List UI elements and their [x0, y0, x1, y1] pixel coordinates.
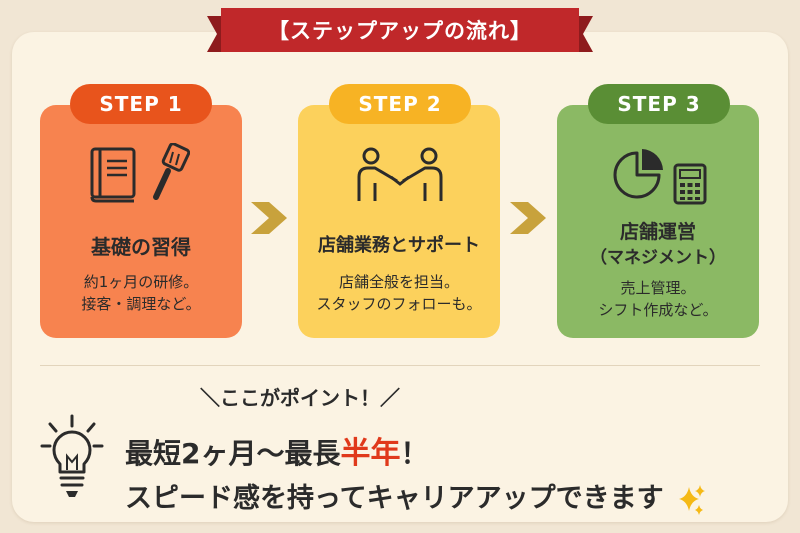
step-3-title-line-1: 店舗運営 [619, 221, 696, 243]
step-3-badge: STEP 3 [588, 84, 730, 124]
point-headline: 最短2ヶ月〜最長半年！ [125, 428, 429, 471]
step-3-desc-line-2: シフト作成など。 [598, 301, 718, 319]
title-ribbon: 【ステップアップの流れ】 [207, 8, 593, 58]
step-2-desc-line-1: 店舗全般を担当。 [338, 273, 459, 291]
step-3-title-line-2: （マネジメント） [590, 248, 726, 268]
step-3-card: 店舗運営 （マネジメント） 売上管理。 シフト作成など。 [557, 105, 759, 338]
step-2-card: 店舗業務とサポート 店舗全般を担当。 スタッフのフォローも。 [298, 105, 500, 338]
step-1-badge: STEP 1 [70, 84, 212, 124]
step-3-desc-line-1: 売上管理。 [620, 279, 696, 297]
spatula-icon [153, 143, 190, 200]
ribbon-shape [207, 8, 593, 52]
step-1-card: 基礎の習得 約1ヶ月の研修。 接客・調理など。 [40, 105, 242, 338]
subline-text: スピード感を持ってキャリアアップできます [125, 483, 664, 514]
point-label: ＼ここがポイント！／ [200, 386, 400, 410]
headline-suffix: ！ [400, 437, 429, 470]
step-1-title: 基礎の習得 [91, 235, 191, 259]
arrow-right-icon [251, 202, 287, 234]
step-2-badge: STEP 2 [329, 84, 471, 124]
headline-accent: 半年 [340, 436, 401, 471]
lightbulb-icon [40, 414, 104, 497]
section-divider [40, 365, 760, 366]
pie-chart-icon [613, 149, 663, 199]
step-2-title: 店舗業務とサポート [318, 235, 480, 256]
headline-prefix: 最短2ヶ月〜最長 [125, 437, 341, 470]
step-2-desc-line-2: スタッフのフォローも。 [316, 295, 482, 313]
page-title: 【ステップアップの流れ】 [268, 19, 532, 43]
book-icon [90, 147, 136, 203]
step-1-desc-line-2: 接客・調理など。 [81, 295, 201, 313]
handshake-icon [357, 147, 443, 201]
arrow-right-icon [510, 202, 546, 234]
step-1-desc-line-1: 約1ヶ月の研修。 [83, 273, 199, 291]
point-subline: スピード感を持ってキャリアアップできます [125, 476, 707, 515]
sparkle-icon [679, 484, 706, 515]
calculator-icon [673, 163, 707, 205]
